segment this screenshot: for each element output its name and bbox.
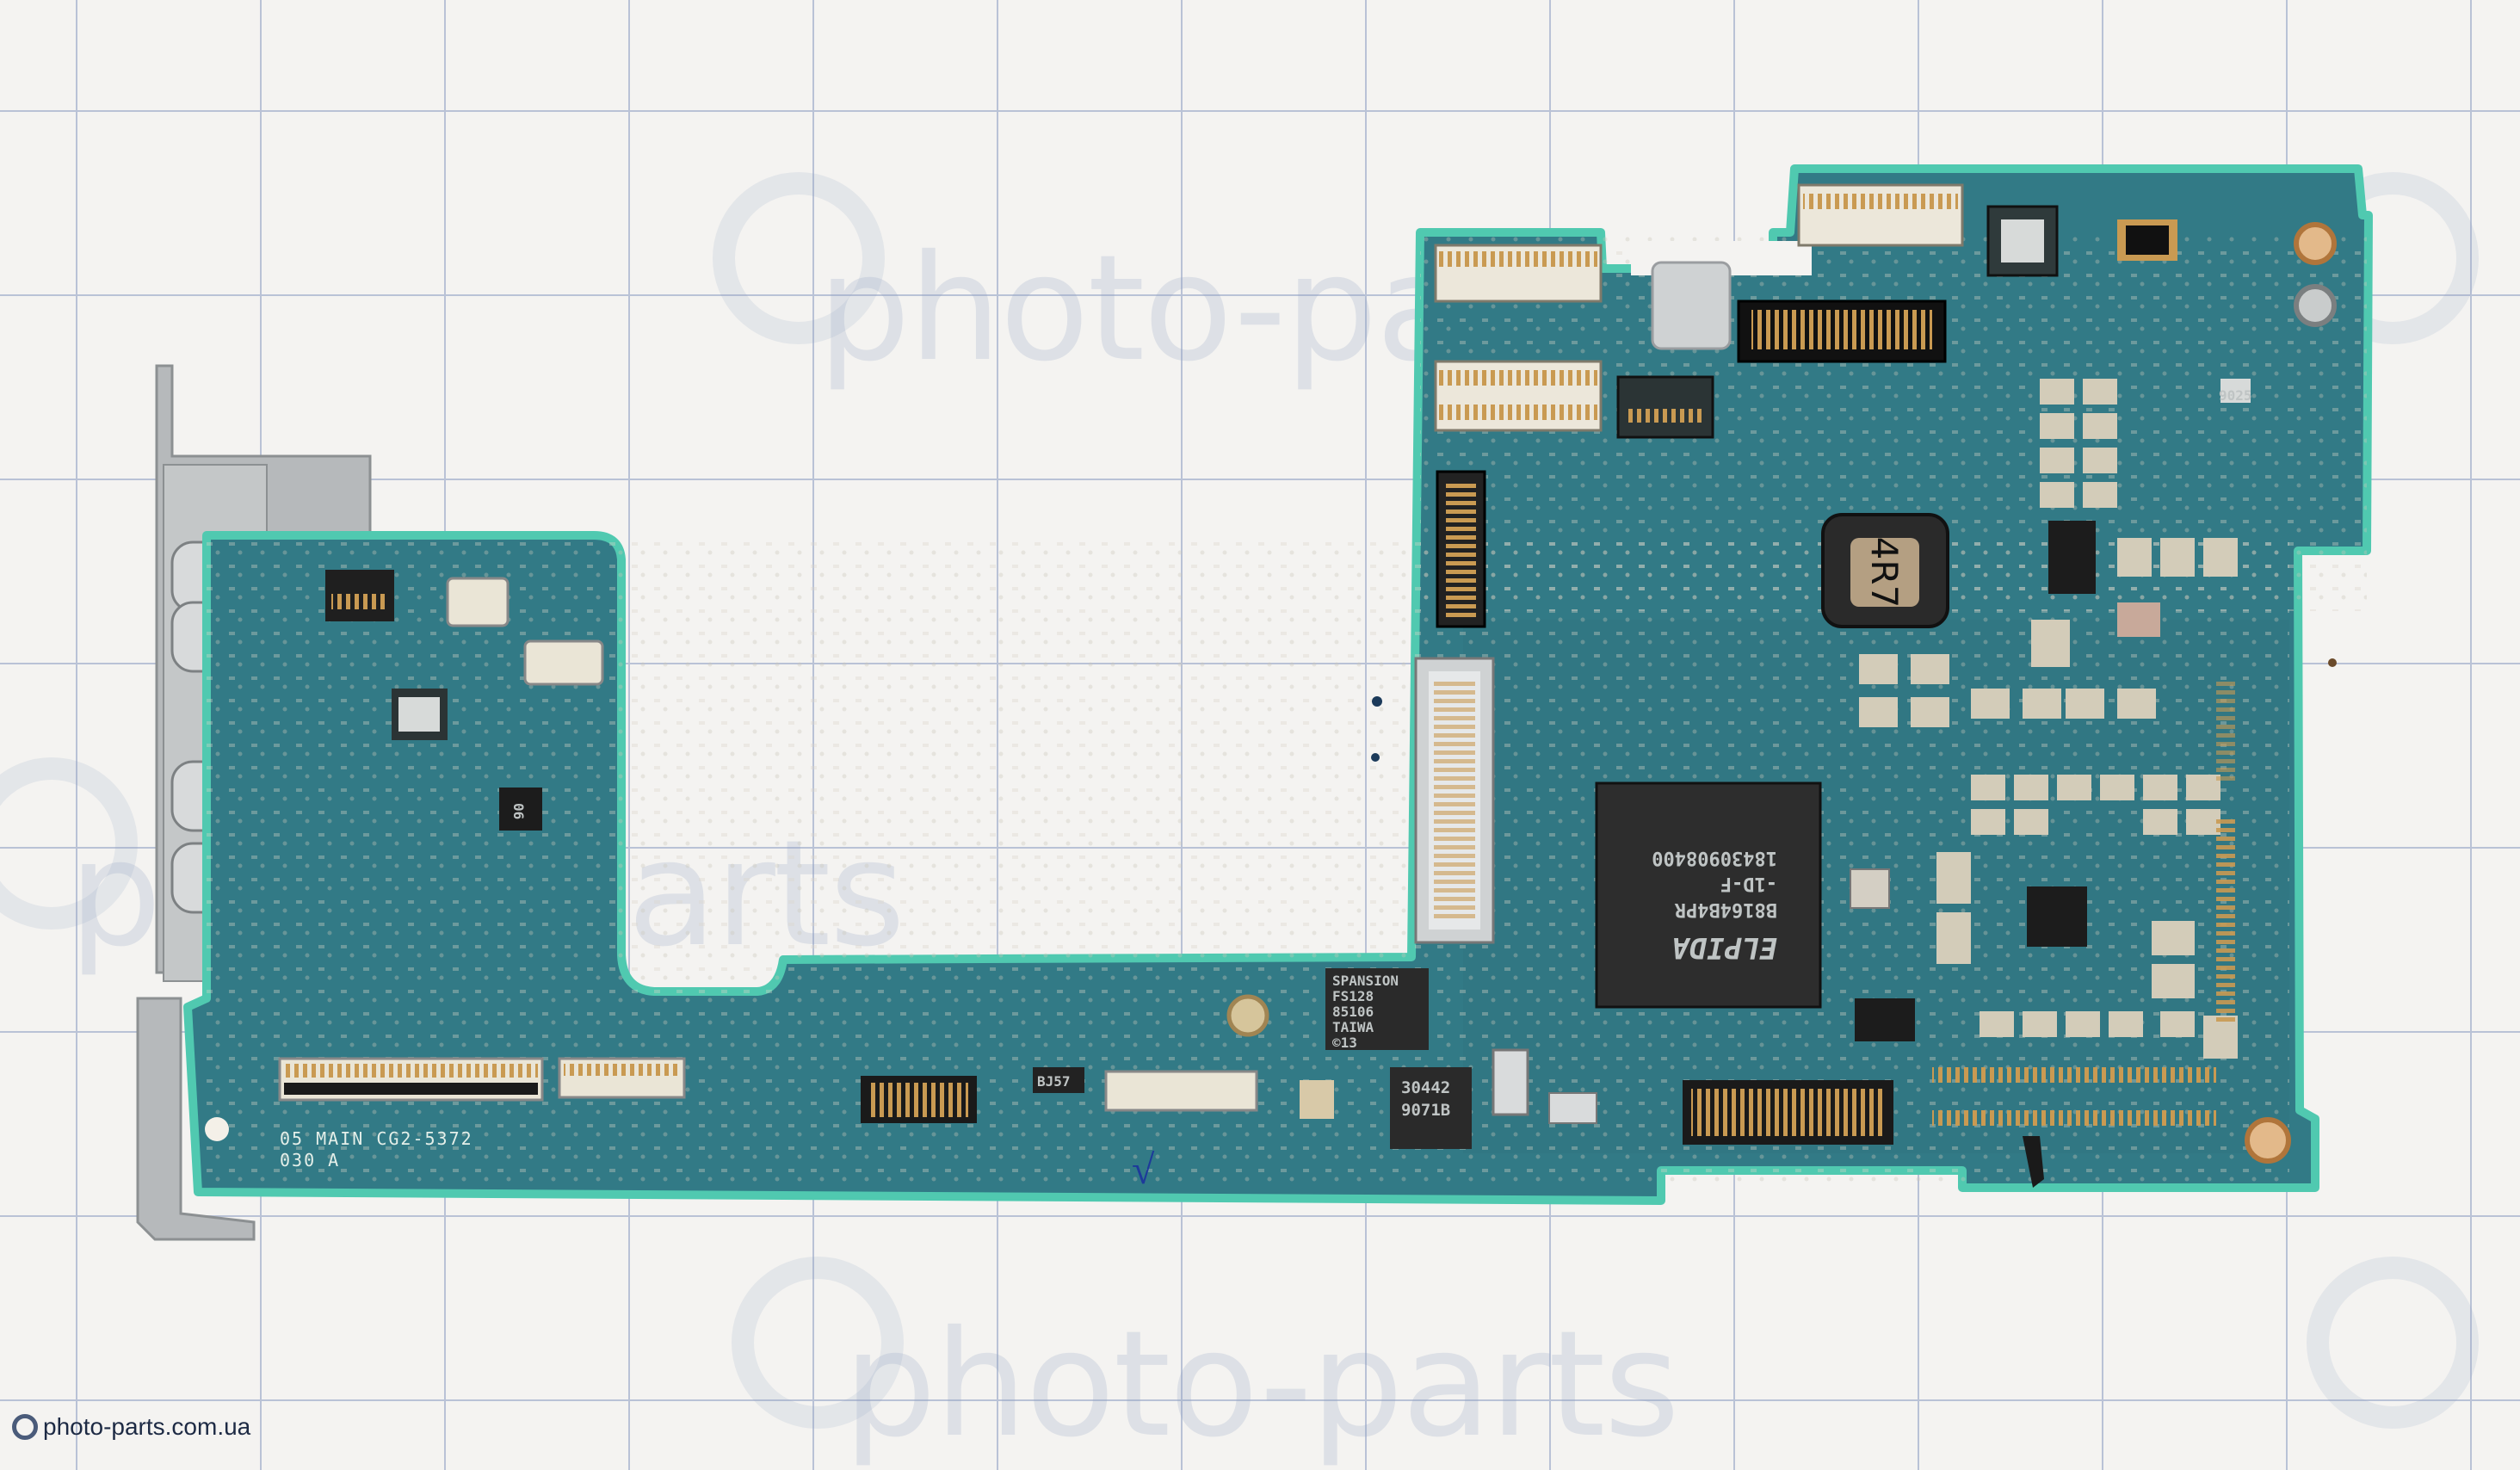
elpida-line4: 18430908400 bbox=[1652, 847, 1777, 868]
qfn-line2: 9071B bbox=[1401, 1101, 1450, 1120]
watermark-footer: photo-parts.com.ua bbox=[12, 1413, 250, 1441]
pen-check-mark: √ bbox=[1132, 1147, 1155, 1193]
mounting-hole bbox=[2245, 1117, 2291, 1164]
spansion-line4: TAIWA bbox=[1332, 1019, 1374, 1035]
watermark-url: photo-parts.com.ua bbox=[43, 1413, 251, 1440]
spansion-line3: 85106 bbox=[1332, 1004, 1374, 1020]
inductor: 4R7 bbox=[1821, 513, 1949, 628]
silkscreen-line2: 030 A bbox=[280, 1150, 340, 1170]
smd-components bbox=[1859, 379, 2238, 1059]
spansion-line1: SPANSION bbox=[1332, 973, 1399, 989]
inductor-marking: 4R7 bbox=[1863, 537, 1905, 608]
fpc-connector-top bbox=[1434, 183, 1964, 439]
lower-connectors: BJ57 bbox=[278, 1048, 2216, 1145]
mounting-hole bbox=[1226, 994, 1269, 1037]
spansion-line5: ©13 bbox=[1332, 1035, 1357, 1051]
qfn-line1: 30442 bbox=[1401, 1078, 1450, 1097]
small-ic-label: BJ57 bbox=[1037, 1073, 1071, 1090]
watermark-text: photo-parts bbox=[843, 1300, 1680, 1470]
watermark-logo-icon bbox=[12, 1414, 38, 1440]
silkscreen-line1: 05 MAIN CG2-5372 bbox=[280, 1128, 473, 1149]
spansion-line2: FS128 bbox=[1332, 988, 1374, 1004]
board-to-board-connector bbox=[1414, 470, 1495, 944]
ic-06: 06 bbox=[510, 803, 527, 819]
elpida-line2: B8164B4PR bbox=[1674, 899, 1777, 920]
qfn-chip: 30442 9071B bbox=[1390, 1067, 1472, 1149]
elpida-line3: -1D-F bbox=[1720, 873, 1777, 894]
spansion-flash-chip: SPANSION FS128 85106 TAIWA ©13 bbox=[1325, 968, 1429, 1051]
label-9025: 9025 bbox=[2219, 387, 2252, 404]
mounting-hole bbox=[205, 1117, 229, 1141]
elpida-line1: ELPIDA bbox=[1671, 930, 1777, 965]
elpida-memory-chip: ELPIDA B8164B4PR -1D-F 18430908400 bbox=[1595, 781, 1822, 1009]
